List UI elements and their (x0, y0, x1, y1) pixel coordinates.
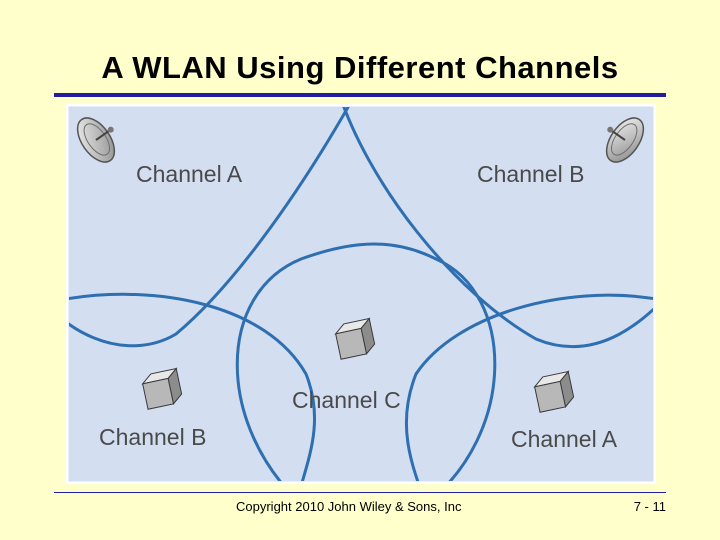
coverage-area-channel-c (235, 242, 497, 481)
label-channel-a-bottom: Channel A (511, 426, 618, 452)
coverage-area-channel-a-bottom (404, 293, 653, 481)
label-channel-b-top: Channel B (477, 161, 584, 187)
label-channel-a-top: Channel A (136, 161, 243, 187)
coverage-area-channel-b-bottom (69, 292, 317, 481)
footer-rule (54, 492, 666, 493)
coverage-area-channel-a-top (69, 107, 350, 348)
satellite-dish-icon (605, 117, 645, 163)
access-point-icon (533, 370, 575, 413)
label-channel-b-bottom: Channel B (99, 424, 206, 450)
coverage-area-channel-b-top (342, 107, 653, 349)
title-underline (54, 93, 666, 97)
wlan-diagram: Channel A Channel B Channel C Channel B … (66, 104, 656, 484)
label-channel-c: Channel C (292, 387, 401, 413)
satellite-dish-icon (76, 117, 116, 163)
access-point-icon (141, 367, 183, 410)
access-point-icon (334, 317, 376, 360)
copyright-text: Copyright 2010 John Wiley & Sons, Inc (236, 499, 462, 514)
slide-title: A WLAN Using Different Channels (101, 50, 619, 85)
page-number: 7 - 11 (633, 499, 666, 514)
diagram-frame (66, 104, 656, 484)
